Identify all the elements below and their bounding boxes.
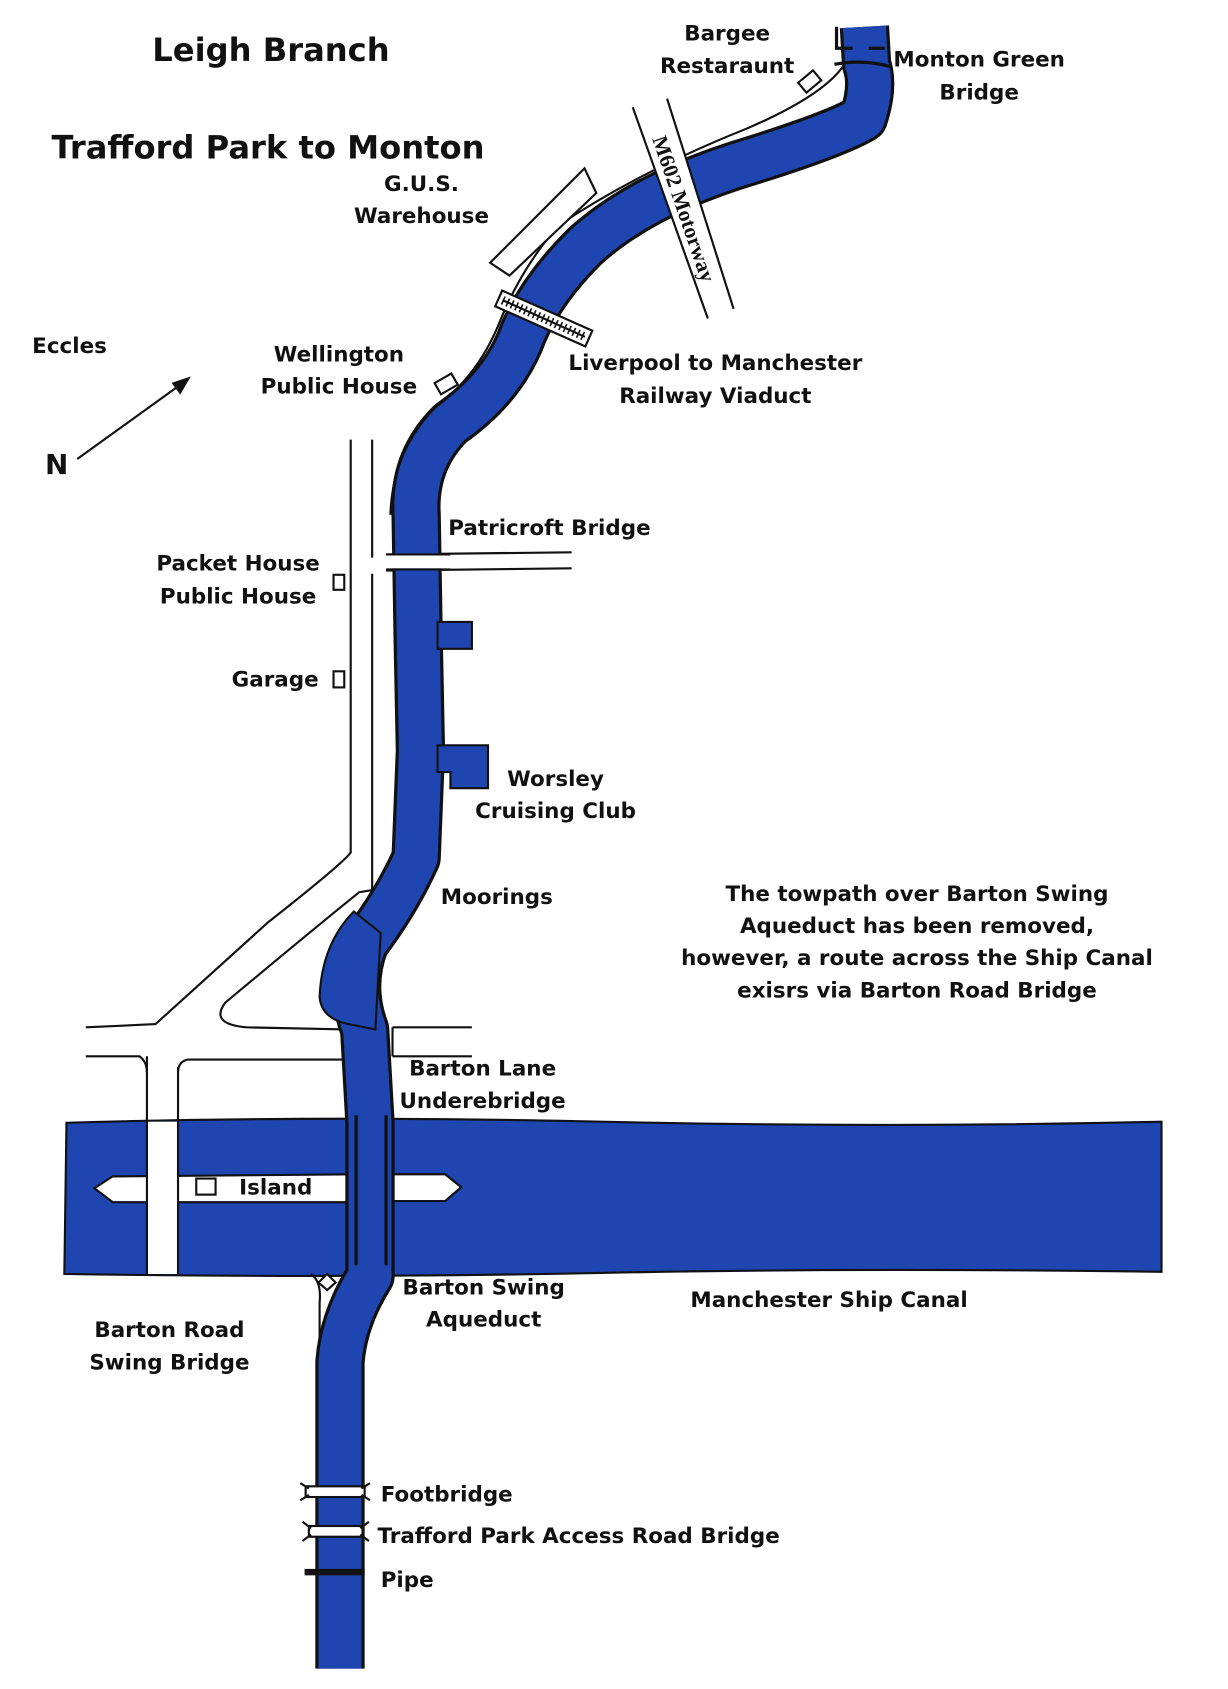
aqueduct-label-2: Aqueduct bbox=[426, 1308, 541, 1333]
footbridge-label: Footbridge bbox=[381, 1482, 513, 1507]
island-building bbox=[195, 1177, 217, 1196]
wellington-label: Wellington bbox=[274, 342, 404, 367]
footbridge bbox=[299, 1482, 371, 1502]
patricroft-label: Patricroft Bridge bbox=[448, 516, 650, 541]
pipe bbox=[304, 1568, 365, 1576]
barton-road-label-2: Swing Bridge bbox=[89, 1350, 249, 1375]
barton-road-swing-bridge bbox=[146, 1121, 179, 1274]
packet-label: Packet House bbox=[156, 552, 319, 577]
monton-label-2: Bridge bbox=[939, 81, 1019, 106]
worsley-label-2: Cruising Club bbox=[475, 799, 636, 824]
inlet-1 bbox=[436, 620, 473, 650]
packet-label-2: Public House bbox=[160, 585, 316, 610]
eccles-label: Eccles bbox=[32, 334, 107, 359]
ship-canal-label: Manchester Ship Canal bbox=[690, 1288, 967, 1313]
viaduct-label-2: Railway Viaduct bbox=[619, 384, 811, 409]
worsley-cruising-club-inlet bbox=[436, 744, 490, 790]
barton-road-label: Barton Road bbox=[94, 1318, 244, 1343]
barton-lane-label: Barton Lane bbox=[409, 1057, 556, 1082]
bargee-label: Bargee bbox=[684, 22, 770, 47]
trafford-park-access-road-bridge bbox=[301, 1520, 370, 1542]
pipe-label: Pipe bbox=[381, 1568, 434, 1593]
monton-green-bridge bbox=[834, 26, 891, 69]
manchester-ship-canal-water bbox=[63, 1117, 1163, 1277]
garage-label: Garage bbox=[232, 667, 319, 692]
access-bridge-label: Trafford Park Access Road Bridge bbox=[378, 1524, 780, 1549]
map-title: Leigh Branch bbox=[152, 31, 389, 69]
packet-house-building bbox=[332, 573, 346, 591]
viaduct-label: Liverpool to Manchester bbox=[568, 351, 862, 376]
wellington-label-2: Public House bbox=[261, 375, 417, 400]
aqueduct-label: Barton Swing bbox=[403, 1275, 565, 1300]
railway-viaduct bbox=[493, 289, 594, 348]
gus-warehouse bbox=[488, 166, 598, 277]
north-arrow-icon: N bbox=[45, 376, 191, 481]
island-east bbox=[385, 1173, 463, 1203]
island-label: Island bbox=[239, 1176, 312, 1201]
note-line-4: exisrs via Barton Road Bridge bbox=[737, 978, 1097, 1003]
gus-label: G.U.S. bbox=[384, 172, 459, 197]
note-line-1: The towpath over Barton Swing bbox=[725, 882, 1108, 907]
note-line-2: Aqueduct has been removed, bbox=[740, 914, 1094, 939]
note-line-3: however, a route across the Ship Canal bbox=[681, 946, 1153, 971]
moorings-basin bbox=[318, 910, 382, 1031]
bargee-restaurant bbox=[796, 68, 823, 95]
worsley-label: Worsley bbox=[507, 767, 604, 792]
gus-label-2: Warehouse bbox=[354, 204, 489, 229]
road-junction-diamond bbox=[316, 1272, 338, 1292]
patricroft-bridge bbox=[386, 555, 451, 569]
barton-lane-label-2: Underebridge bbox=[400, 1089, 566, 1114]
island bbox=[92, 1173, 358, 1204]
garage-building bbox=[332, 670, 346, 689]
monton-label: Monton Green bbox=[893, 47, 1065, 72]
moorings-label: Moorings bbox=[441, 885, 553, 910]
north-label: N bbox=[45, 448, 68, 481]
wellington-public-house bbox=[433, 372, 460, 396]
leigh-branch-canal bbox=[315, 25, 895, 1669]
bargee-label-2: Restaraunt bbox=[660, 54, 794, 79]
map-subtitle: Trafford Park to Monton bbox=[51, 129, 484, 167]
